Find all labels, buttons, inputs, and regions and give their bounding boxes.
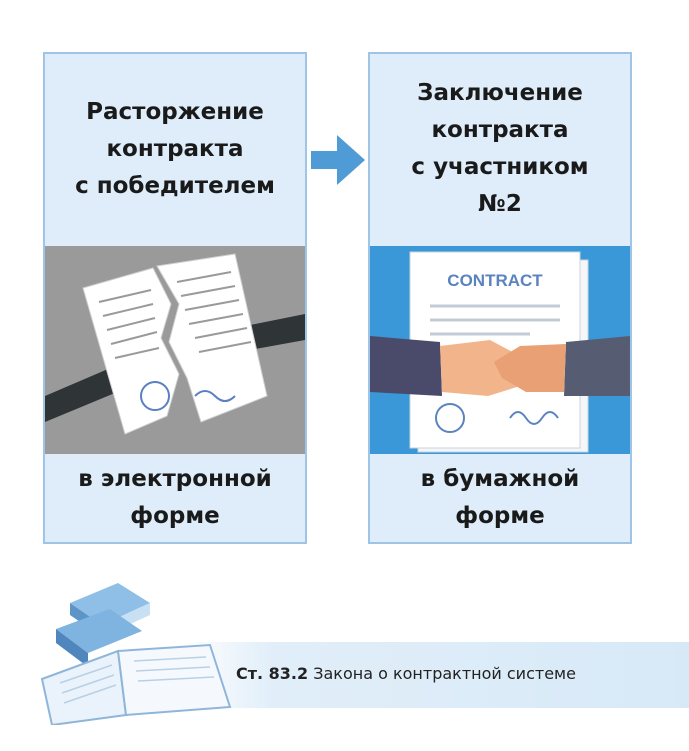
step-footer: в бумажной форме	[420, 466, 580, 529]
books-icon	[40, 583, 232, 725]
step-card-termination: Расторжение контракта с победителем	[43, 52, 307, 544]
step-card-conclusion: Заключение контракта с участником №2 CON…	[368, 52, 632, 544]
law-reference: Ст. 83.2 Закона о контрактной системе	[236, 662, 576, 686]
step-title: Заключение контракта с участником №2	[411, 80, 589, 217]
source-band	[180, 642, 689, 708]
step-footer: в электронной форме	[78, 466, 272, 529]
handshake-contract-icon: CONTRACT	[370, 246, 630, 454]
step-title: Расторжение контракта с победителем	[75, 98, 275, 199]
law-name: Закона о контрактной системе	[308, 664, 576, 683]
contract-heading: CONTRACT	[447, 271, 543, 290]
arrow-right-icon	[311, 135, 365, 185]
torn-contract-icon	[45, 246, 305, 454]
law-article: Ст. 83.2	[236, 664, 309, 683]
